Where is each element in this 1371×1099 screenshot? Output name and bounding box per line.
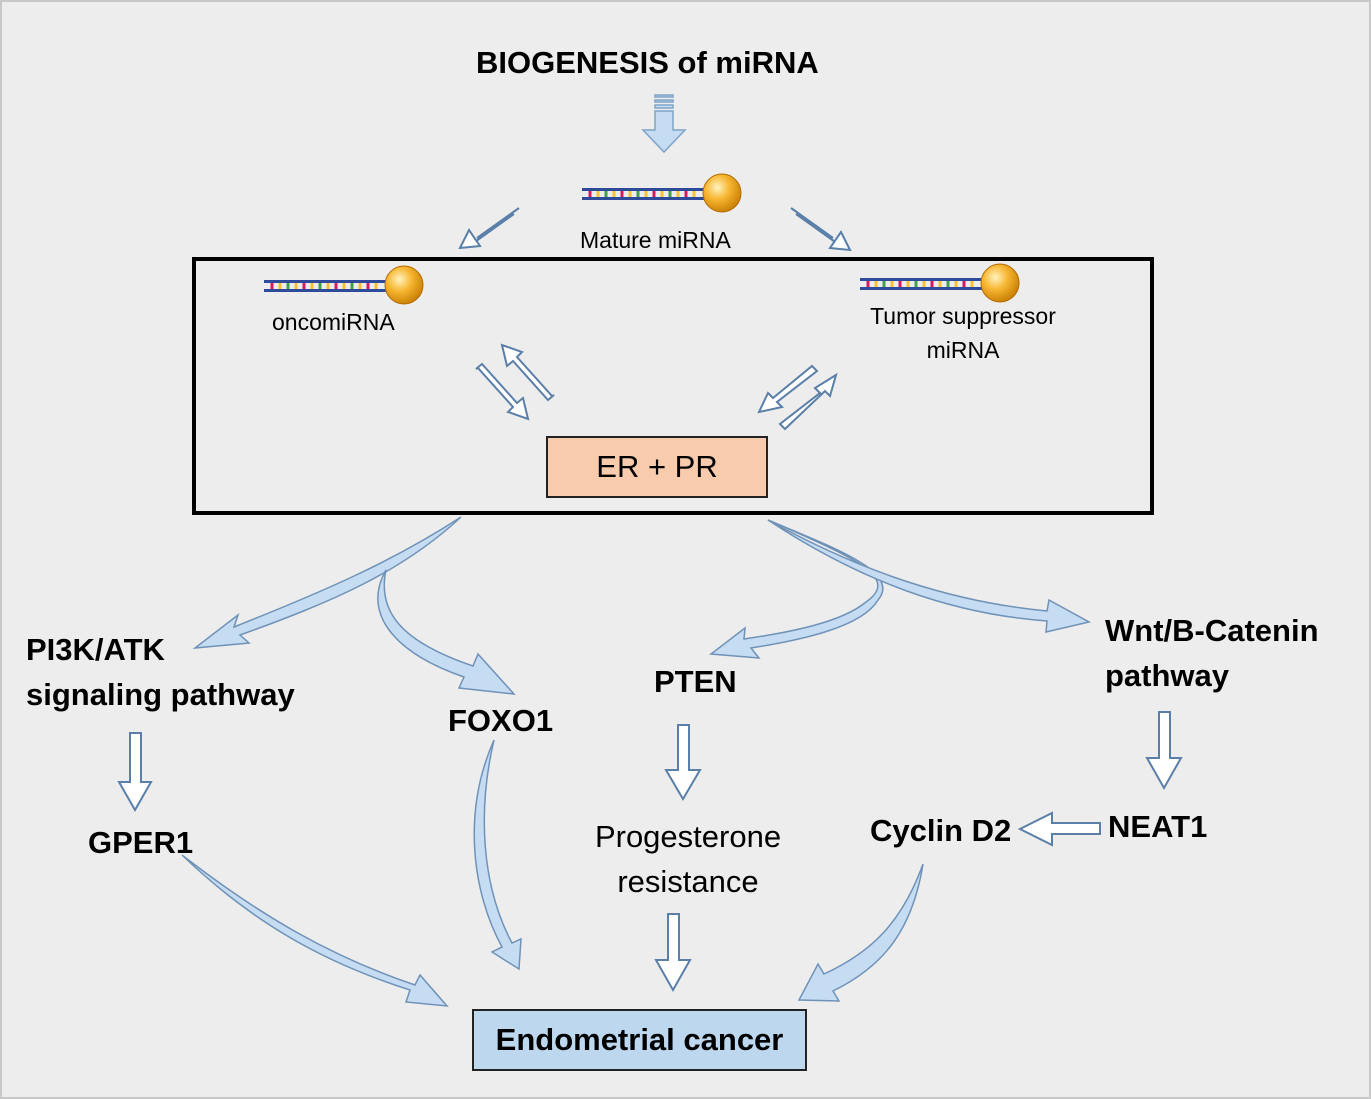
er-pr-box: ER + PR — [546, 436, 768, 498]
mirna-receptor-box — [192, 257, 1154, 515]
er-pr-label: ER + PR — [596, 449, 718, 484]
pi3k-line2: signaling pathway — [26, 676, 295, 712]
endometrial-cancer-box: Endometrial cancer — [472, 1009, 807, 1071]
tumor-er-double-arrow — [757, 364, 838, 431]
to-onco-arrow — [458, 207, 520, 250]
down-arrows — [117, 711, 1183, 993]
progesterone-line2: resistance — [617, 863, 759, 899]
wnt-pathway-label: Wnt/B-Catenin pathway — [1105, 609, 1319, 699]
foxo1-label: FOXO1 — [448, 703, 554, 738]
neat1-label: NEAT1 — [1108, 809, 1208, 844]
to-tumor-arrow — [790, 207, 852, 252]
biogenesis-arrow — [641, 94, 687, 154]
onco-er-double-arrow — [475, 343, 555, 421]
mature-mirna-label: Mature miRNA — [580, 227, 731, 253]
pi3k-line1: PI3K/ATK — [26, 632, 165, 667]
cyclin-d2-label: Cyclin D2 — [870, 813, 1012, 848]
diagram-title: BIOGENESIS of miRNA — [476, 45, 819, 80]
progesterone-resistance-label: Progesterone resistance — [572, 815, 804, 905]
tumor-suppressor-mirna-icon — [860, 263, 1020, 303]
wnt-line2: pathway — [1105, 657, 1230, 693]
curved-arrows — [181, 516, 1092, 1007]
tumor-suppressor-line1: Tumor suppressor — [870, 303, 1056, 329]
tumor-suppressor-label: Tumor suppressor miRNA — [854, 302, 1072, 364]
oncomirna-label: oncomiRNA — [272, 309, 395, 335]
progesterone-line1: Progesterone — [594, 819, 782, 854]
pi3k-pathway-label: PI3K/ATK signaling pathway — [26, 628, 295, 718]
wnt-line1: Wnt/B-Catenin — [1105, 613, 1319, 648]
oncomirna-icon — [264, 265, 424, 305]
gper1-label: GPER1 — [88, 825, 194, 860]
pten-label: PTEN — [654, 664, 737, 699]
tumor-suppressor-line2: miRNA — [926, 337, 1000, 364]
mature-mirna-icon — [582, 173, 742, 213]
endometrial-cancer-label: Endometrial cancer — [495, 1022, 784, 1057]
